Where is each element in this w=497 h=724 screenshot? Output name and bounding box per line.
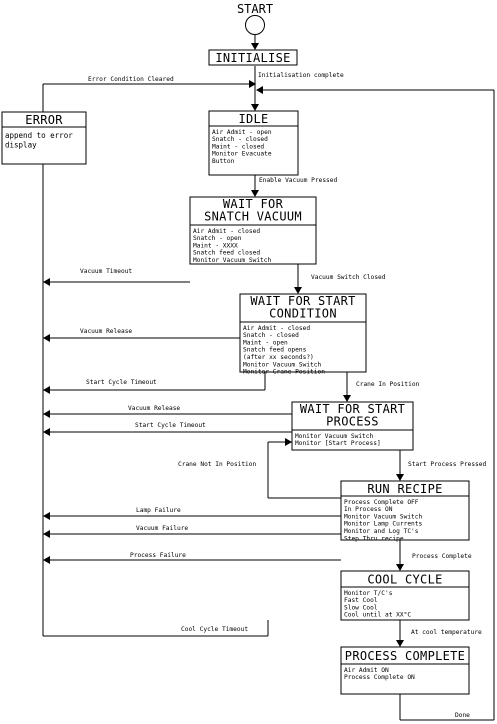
state-action-line: Maint - XXXX	[193, 242, 238, 249]
state-action-line: Monitor Vacuum Switch	[344, 513, 423, 520]
state-action-line: Snatch feed opens	[243, 347, 307, 354]
state-action-line: Air Admit ON	[344, 667, 389, 674]
state-title: WAIT FOR START	[300, 402, 405, 416]
state-box	[340, 480, 470, 541]
label-initialisation-complete: Initialisation complete	[258, 72, 344, 79]
state-action-line: append to error	[5, 131, 73, 140]
state-box	[189, 196, 317, 265]
state-action-line: Process Complete ON	[344, 674, 415, 681]
label-process-complete: Process Complete	[412, 553, 472, 560]
state-action-line: Step Thru recipe	[344, 535, 404, 542]
state-action-line: Monitor Evacuate	[212, 151, 272, 158]
start-label: START	[237, 2, 273, 16]
state-title: PROCESS	[326, 415, 379, 429]
label-start-cycle-timeout-1: Start Cycle Timeout	[86, 379, 157, 386]
state-box	[340, 570, 470, 621]
label-vacuum-release-2: Vacuum Release	[128, 405, 180, 412]
connectors	[42, 35, 495, 721]
state-title: SNATCH VACUUM	[204, 210, 302, 224]
state-action-line: Process Complete OFF	[344, 499, 419, 506]
state-title: WAIT FOR START	[250, 294, 355, 308]
state-action-line: Maint - closed	[212, 143, 264, 150]
state-box	[239, 293, 367, 373]
label-crane-in-position: Crane In Position	[356, 381, 420, 388]
state-action-line: Monitor and Log TC's	[344, 528, 419, 535]
state-action-line: display	[5, 141, 37, 150]
label-start-cycle-timeout-2: Start Cycle Timeout	[135, 422, 206, 429]
state-action-line: (after xx seconds?)	[243, 354, 314, 361]
state-title: RUN RECIPE	[367, 482, 442, 496]
state-action-line: Snatch feed closed	[193, 250, 260, 257]
label-start-process-pressed: Start Process Pressed	[408, 461, 487, 468]
state-action-line: Slow Cool	[344, 604, 378, 611]
start-node	[245, 15, 265, 35]
state-title: PROCESS COMPLETE	[345, 649, 465, 663]
label-crane-not-in-position: Crane Not In Position	[178, 461, 257, 468]
label-enable-vacuum-pressed: Enable Vacuum Pressed	[259, 177, 338, 184]
state-action-line: Monitor Vacuum Switch	[193, 257, 272, 264]
state-box	[340, 646, 470, 695]
state-title: IDLE	[238, 112, 268, 126]
label-vacuum-switch-closed: Vacuum Switch Closed	[311, 274, 386, 281]
state-action-line: Air Admit - closed	[243, 325, 310, 332]
label-error-condition-cleared: Error Condition Cleared	[88, 76, 174, 83]
state-action-line: Snatch - closed	[243, 332, 299, 339]
state-action-line: Snatch - open	[193, 235, 242, 242]
state-box	[1, 111, 87, 165]
label-process-failure: Process Failure	[130, 552, 186, 559]
arrowheads	[43, 43, 404, 647]
state-action-line: Air Admit - closed	[193, 228, 260, 235]
state-initialise: INITIALISE	[208, 49, 298, 66]
transition-labels: Error Condition Cleared Initialisation c…	[80, 72, 487, 719]
state-action-line: In Process ON	[344, 506, 393, 513]
label-cool-cycle-timeout: Cool Cycle Timeout	[181, 626, 248, 633]
state-action-line: Monitor Vacuum Switch	[243, 361, 322, 368]
label-lamp-failure: Lamp Failure	[136, 507, 181, 514]
state-box	[291, 401, 414, 451]
state-title: WAIT FOR	[223, 197, 284, 211]
label-vacuum-failure: Vacuum Failure	[136, 525, 188, 532]
state-action-line: Cool until at XX°C	[344, 611, 411, 619]
state-action-line: Monitor [Start Process]	[295, 440, 381, 447]
state-title: COOL CYCLE	[367, 573, 442, 587]
state-box	[208, 110, 299, 176]
state-action-line: Button	[212, 158, 235, 165]
state-action-line: Monitor Crane Position	[243, 369, 325, 376]
state-title: CONDITION	[269, 307, 337, 321]
label-vacuum-release-1: Vacuum Release	[80, 328, 132, 335]
state-action-line: Fast Cool	[344, 597, 378, 604]
state-box	[208, 49, 298, 66]
state-title: INITIALISE	[215, 51, 290, 65]
state-action-line: Maint - open	[243, 339, 288, 346]
state-action-line: Monitor Vacuum Switch	[295, 433, 374, 440]
label-vacuum-timeout: Vacuum Timeout	[80, 268, 132, 275]
state-title: ERROR	[25, 113, 63, 127]
state-action-line: Snatch - closed	[212, 136, 268, 143]
label-at-cool-temperature: At cool temperature	[411, 629, 482, 636]
state-action-line: Monitor Lamp Currents	[344, 521, 423, 528]
state-action-line: Monitor T/C's	[344, 590, 393, 597]
label-done: Done	[455, 712, 470, 719]
state-action-line: Air Admit - open	[212, 129, 272, 136]
